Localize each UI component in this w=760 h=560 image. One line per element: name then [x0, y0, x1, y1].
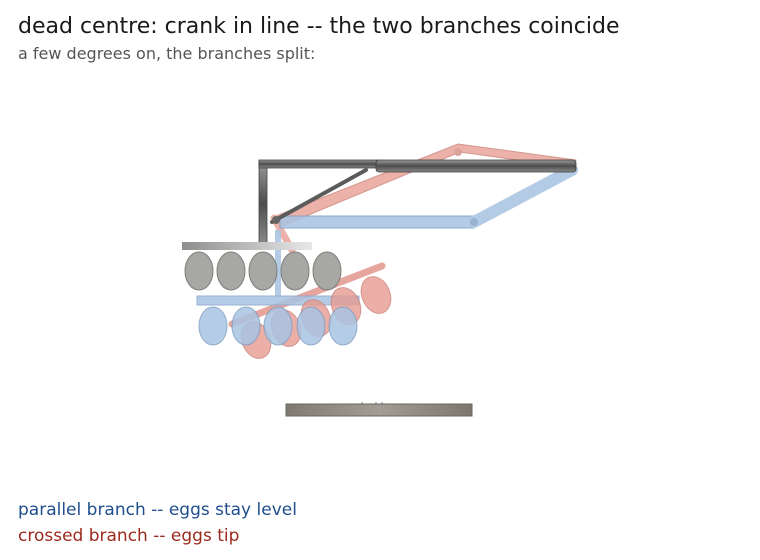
neutral-vertical-post	[258, 161, 268, 245]
dead-centre-linkage	[182, 159, 577, 250]
neutral-egg	[216, 251, 246, 291]
base-tick-marks	[361, 402, 383, 405]
crossed-pivot	[454, 148, 462, 156]
parallel-pivot	[470, 218, 478, 226]
legend-crossed-branch: crossed branch -- eggs tip	[18, 526, 240, 546]
page-subtitle: a few degrees on, the branches split:	[18, 44, 316, 63]
legend-parallel-branch: parallel branch -- eggs stay level	[18, 500, 297, 520]
neutral-top-arm	[258, 159, 380, 169]
parallel-coupler-link	[279, 215, 475, 229]
crossed-egg	[360, 276, 392, 314]
parallel-egg	[328, 306, 358, 346]
neutral-egg	[248, 251, 278, 291]
neutral-joint	[272, 216, 280, 224]
neutral-egg-tray	[182, 242, 312, 250]
neutral-egg	[184, 251, 214, 291]
parallel-egg	[263, 306, 293, 346]
parallel-eggs	[198, 306, 358, 346]
parallel-egg	[198, 306, 228, 346]
parallel-rocker-link	[468, 164, 578, 228]
parallel-egg	[296, 306, 326, 346]
neutral-long-bar	[375, 159, 577, 173]
parallel-branch	[196, 164, 578, 306]
page-title: dead centre: crank in line -- the two br…	[18, 14, 620, 39]
base-plate	[285, 403, 473, 417]
neutral-egg	[280, 251, 310, 291]
neutral-eggs	[184, 251, 342, 291]
neutral-egg	[312, 251, 342, 291]
neutral-diagonal-link	[270, 168, 368, 224]
parallel-egg	[231, 306, 261, 346]
